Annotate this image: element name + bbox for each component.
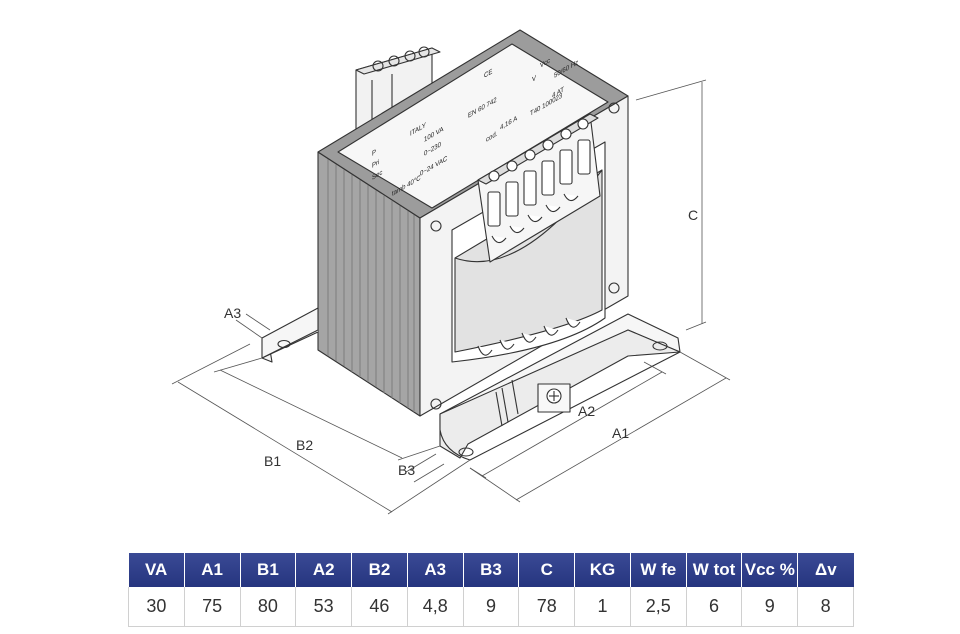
col-header: B3 [463,553,520,587]
table-cell: 1 [574,587,631,627]
col-header: B1 [240,553,297,587]
col-header: A3 [407,553,464,587]
col-header: Δv [797,553,854,587]
dimension-lines [171,79,731,515]
nameplate-vcc: Vcc [540,57,551,70]
table-row: 30 75 80 53 46 4,8 9 78 1 2,5 6 9 8 [128,587,854,627]
table-cell: 9 [741,587,799,627]
nameplate-sec: Sec [372,169,383,182]
dim-label-c: C [688,207,698,223]
table-cell: 80 [240,587,297,627]
dim-label-b1: B1 [264,453,281,469]
col-header: C [518,553,576,587]
terminal-block [477,113,601,263]
table-cell: 8 [797,587,854,627]
nameplate-pri: Pri [372,159,380,170]
spec-table: VA A1 B1 A2 B2 A3 B3 C KG W fe W tot Vcc… [128,553,854,627]
transformer-diagram: ITALY CE Vcc P Pri Sec 100 VA EN 60 742 … [171,29,731,515]
table-cell: 4,8 [407,587,464,627]
table-header-row: VA A1 B1 A2 B2 A3 B3 C KG W fe W tot Vcc… [128,553,854,587]
col-header: Vcc % [741,553,799,587]
table-cell: 75 [184,587,241,627]
dim-label-a2: A2 [578,403,595,419]
table-cell: 30 [128,587,185,627]
nameplate-bottom-mid: cod. [486,130,497,144]
table-cell: 6 [686,587,743,627]
table-cell: 9 [463,587,520,627]
dim-label-a1: A1 [612,425,629,441]
col-header: KG [574,553,631,587]
table-cell: 53 [295,587,353,627]
ce-mark: CE [484,68,493,80]
col-header: W fe [630,553,687,587]
nameplate-v: V [532,74,536,84]
col-header: W tot [686,553,743,587]
nameplate-p: P [372,148,376,158]
dim-label-a3: A3 [224,305,241,321]
table-cell: 46 [351,587,408,627]
table-cell: 78 [518,587,576,627]
dim-label-b3: B3 [398,462,415,478]
col-header: VA [128,553,185,587]
col-header: B2 [351,553,408,587]
nameplate [337,43,609,209]
col-header: A2 [295,553,353,587]
table-cell: 2,5 [630,587,687,627]
col-header: A1 [184,553,241,587]
dim-label-b2: B2 [296,437,313,453]
